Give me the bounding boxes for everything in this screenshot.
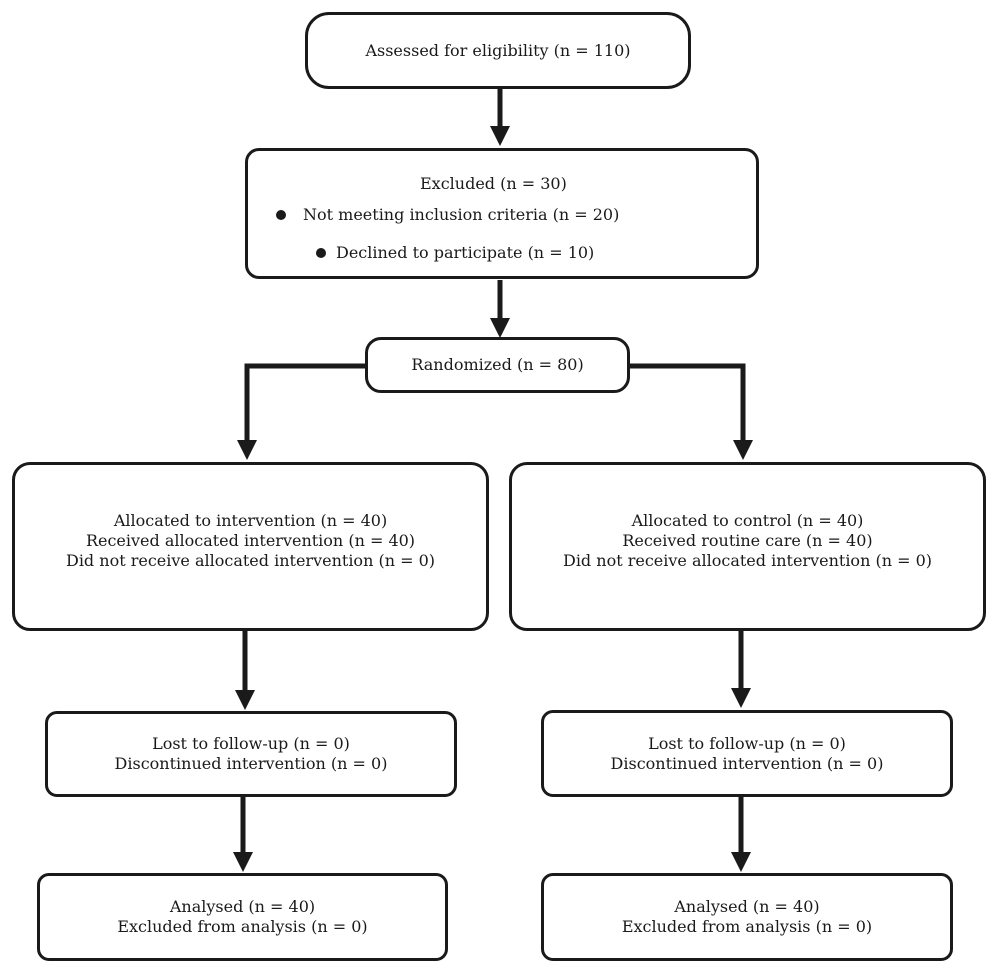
intervention-analysis-box: Analysed (n = 40) Excluded from analysis…: [37, 873, 448, 961]
excluded-reason-item: Declined to participate (n = 10): [316, 243, 594, 263]
arrow-randomized-to-control: [629, 363, 746, 442]
control-followup-line: Discontinued intervention (n = 0): [610, 753, 884, 773]
control-allocation-line: Allocated to control (n = 40): [631, 511, 864, 530]
arrowhead-randomized-to-intervention: [237, 440, 257, 460]
excluded-reason-text: Not meeting inclusion criteria (n = 20): [303, 205, 620, 224]
control-analysis-line: Excluded from analysis (n = 0): [621, 917, 873, 936]
excluded-title-text: Excluded (n = 30): [420, 174, 567, 193]
intervention-allocation-line: Received allocated intervention (n = 40): [85, 531, 416, 550]
assessed-text: Assessed for eligibility (n = 110): [365, 40, 631, 60]
control-allocation-box: Allocated to control (n = 40) Received r…: [509, 462, 986, 631]
randomized-text: Randomized (n = 80): [411, 355, 584, 374]
control-analysis-line: Analysed (n = 40): [674, 897, 820, 916]
arrow-randomized-to-intervention: [244, 363, 366, 442]
excluded-title: Excluded (n = 30): [420, 174, 567, 194]
arrowhead-intervention-followup-to-analysis: [233, 852, 253, 872]
control-analysis-box: Analysed (n = 40) Excluded from analysis…: [541, 873, 953, 961]
assessed-box: Assessed for eligibility (n = 110): [305, 12, 691, 89]
intervention-allocation-line: Allocated to intervention (n = 40): [113, 511, 388, 530]
randomized-box: Randomized (n = 80): [365, 337, 630, 393]
arrowhead-excluded-to-randomized: [490, 318, 510, 338]
control-followup-line: Lost to follow-up (n = 0): [648, 733, 846, 753]
intervention-followup-line: Discontinued intervention (n = 0): [114, 754, 388, 773]
control-followup-box: Lost to follow-up (n = 0) Discontinued i…: [541, 710, 953, 797]
excluded-box: [245, 148, 759, 279]
intervention-followup-line: Lost to follow-up (n = 0): [152, 734, 350, 753]
control-allocation-line: Received routine care (n = 40): [622, 531, 873, 550]
arrowhead-control-followup-to-analysis: [731, 852, 751, 872]
intervention-followup-box: Lost to follow-up (n = 0) Discontinued i…: [45, 711, 457, 797]
arrowhead-control-to-followup: [731, 688, 751, 708]
control-allocation-line: Did not receive allocated intervention (…: [562, 551, 932, 570]
intervention-analysis-line: Excluded from analysis (n = 0): [117, 917, 368, 936]
bullet-icon: [276, 210, 286, 220]
arrowhead-randomized-to-control: [733, 440, 753, 460]
excluded-reason-text: Declined to participate (n = 10): [336, 243, 595, 262]
arrowhead-assessed-to-excluded: [490, 126, 510, 146]
intervention-allocation-box: Allocated to intervention (n = 40) Recei…: [12, 462, 489, 631]
arrowhead-intervention-to-followup: [235, 690, 255, 710]
intervention-analysis-line: Analysed (n = 40): [169, 897, 316, 916]
intervention-allocation-line: Did not receive allocated intervention (…: [65, 551, 435, 570]
excluded-reason-item: Not meeting inclusion criteria (n = 20): [276, 205, 619, 225]
bullet-icon: [316, 248, 326, 258]
